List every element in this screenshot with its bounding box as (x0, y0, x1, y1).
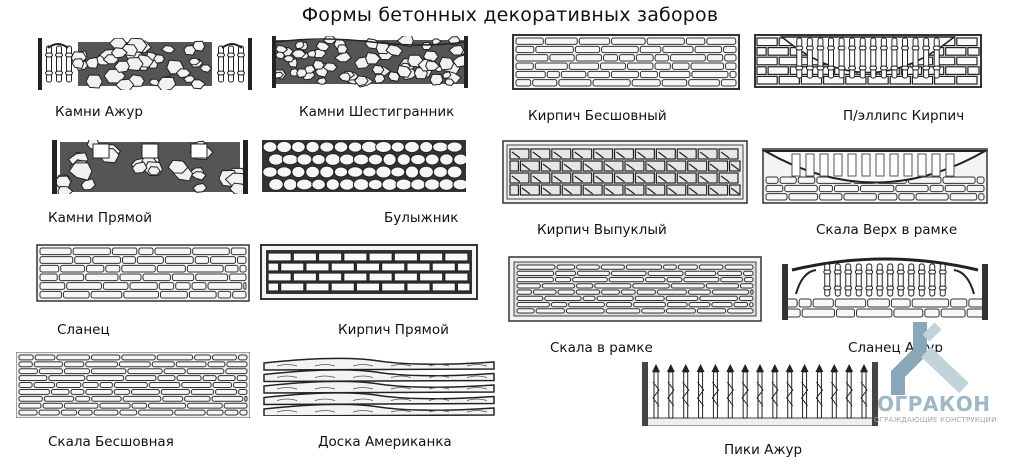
fence-spikes-azhur (642, 362, 878, 426)
fence-rock-top-frame (762, 148, 988, 204)
fence-label: Камни Ажур (55, 104, 143, 120)
fence-label: Скала Бесшовная (48, 434, 174, 450)
fence-label: Булыжник (384, 210, 459, 226)
fence-label: Кирпич Бесшовный (528, 108, 667, 124)
ograkon-logo (891, 322, 969, 395)
fence-label: Доска Американка (318, 434, 452, 450)
fence-label: Кирпич Прямой (338, 322, 449, 338)
fence-label: Сланец (57, 322, 110, 338)
fence-label: П/эллипс Кирпич (843, 108, 965, 124)
fence-brick-seamless-image (512, 34, 740, 90)
fence-rock-seamless-image (16, 352, 250, 418)
fence-brick-straight (260, 244, 478, 300)
fence-stones-azhur-image (38, 38, 252, 90)
logo-name: ОГРАКОН (877, 392, 991, 416)
fence-rock-frame-image (508, 256, 762, 322)
fence-slate-azhur-image (782, 257, 988, 320)
fence-board-american-image (263, 357, 495, 416)
fence-label: Скала в рамке (550, 340, 653, 356)
fence-stones-hex (272, 36, 468, 88)
fence-label: Скала Верх в рамке (816, 222, 958, 238)
fence-rock-seamless (16, 352, 250, 418)
fence-label: Камни Шестигранник (299, 104, 455, 120)
fence-cobblestone-image (262, 140, 466, 192)
fence-spikes-azhur-image (642, 362, 878, 426)
logo-tagline: ОГРАЖДАЮЩИЕ КОНСТРУКЦИИ (874, 416, 997, 424)
fence-stones-straight (52, 140, 248, 194)
fence-rock-top-frame-image (762, 148, 988, 204)
fence-slate-azhur (782, 254, 988, 320)
fence-brick-convex-image (502, 140, 748, 204)
fence-label: Камни Прямой (48, 210, 152, 226)
fence-ellipse-brick (754, 34, 982, 88)
fence-cobblestone (262, 140, 466, 192)
fence-stones-azhur (38, 38, 252, 90)
fence-slate (36, 244, 250, 302)
fence-stones-hex-image (272, 36, 468, 88)
fence-brick-straight-image (260, 244, 478, 300)
fence-label: Пики Ажур (724, 442, 803, 458)
fence-rock-frame (508, 256, 762, 322)
fence-brick-convex (502, 140, 748, 204)
fence-board-american (262, 354, 496, 416)
fence-slate-image (36, 244, 250, 302)
page-title: Формы бетонных декоративных заборов (301, 4, 719, 26)
fence-ellipse-brick-image (754, 34, 982, 88)
fence-stones-straight-image (52, 140, 248, 194)
fence-brick-seamless (512, 34, 740, 90)
fence-label: Кирпич Выпуклый (537, 222, 667, 238)
